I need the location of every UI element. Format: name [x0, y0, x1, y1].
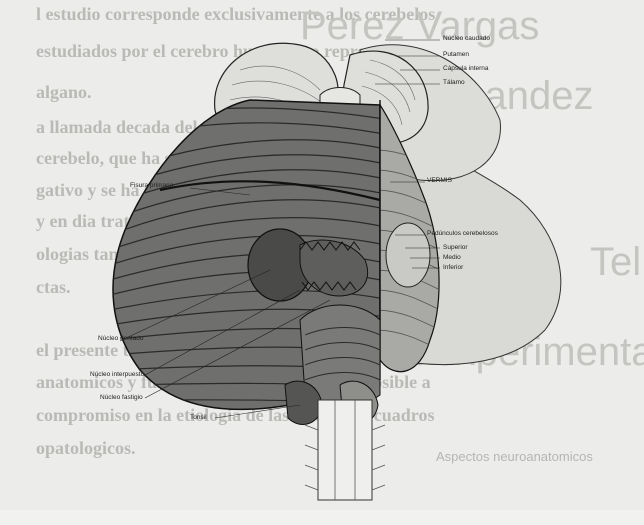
label-nucleo-dentado: Núcleo dentado	[98, 336, 144, 343]
label-vermis: VERMIS	[427, 178, 452, 185]
label-fisura-primaria: Fisura primaria	[130, 183, 173, 190]
label-nucleo-fastigio: Núcleo fastigio	[100, 395, 143, 402]
label-inferior: Inferior	[443, 265, 463, 272]
label-nucleo-caudado: Núcleo caudado	[443, 36, 490, 43]
label-superior: Superior	[443, 245, 468, 252]
label-tonsil: Tonsil	[190, 415, 207, 422]
label-talamo: Tálamo	[443, 80, 465, 87]
label-capsula-interna: Cápsula interna	[443, 66, 489, 73]
label-medio: Medio	[443, 255, 461, 262]
label-nucleo-interpuesto: Núcleo interpuesto	[90, 372, 144, 379]
page-bottom-margin	[0, 510, 644, 525]
label-pedunculos: Pedúnculos cerebelosos	[427, 231, 498, 238]
label-putamen: Putamen	[443, 52, 469, 59]
